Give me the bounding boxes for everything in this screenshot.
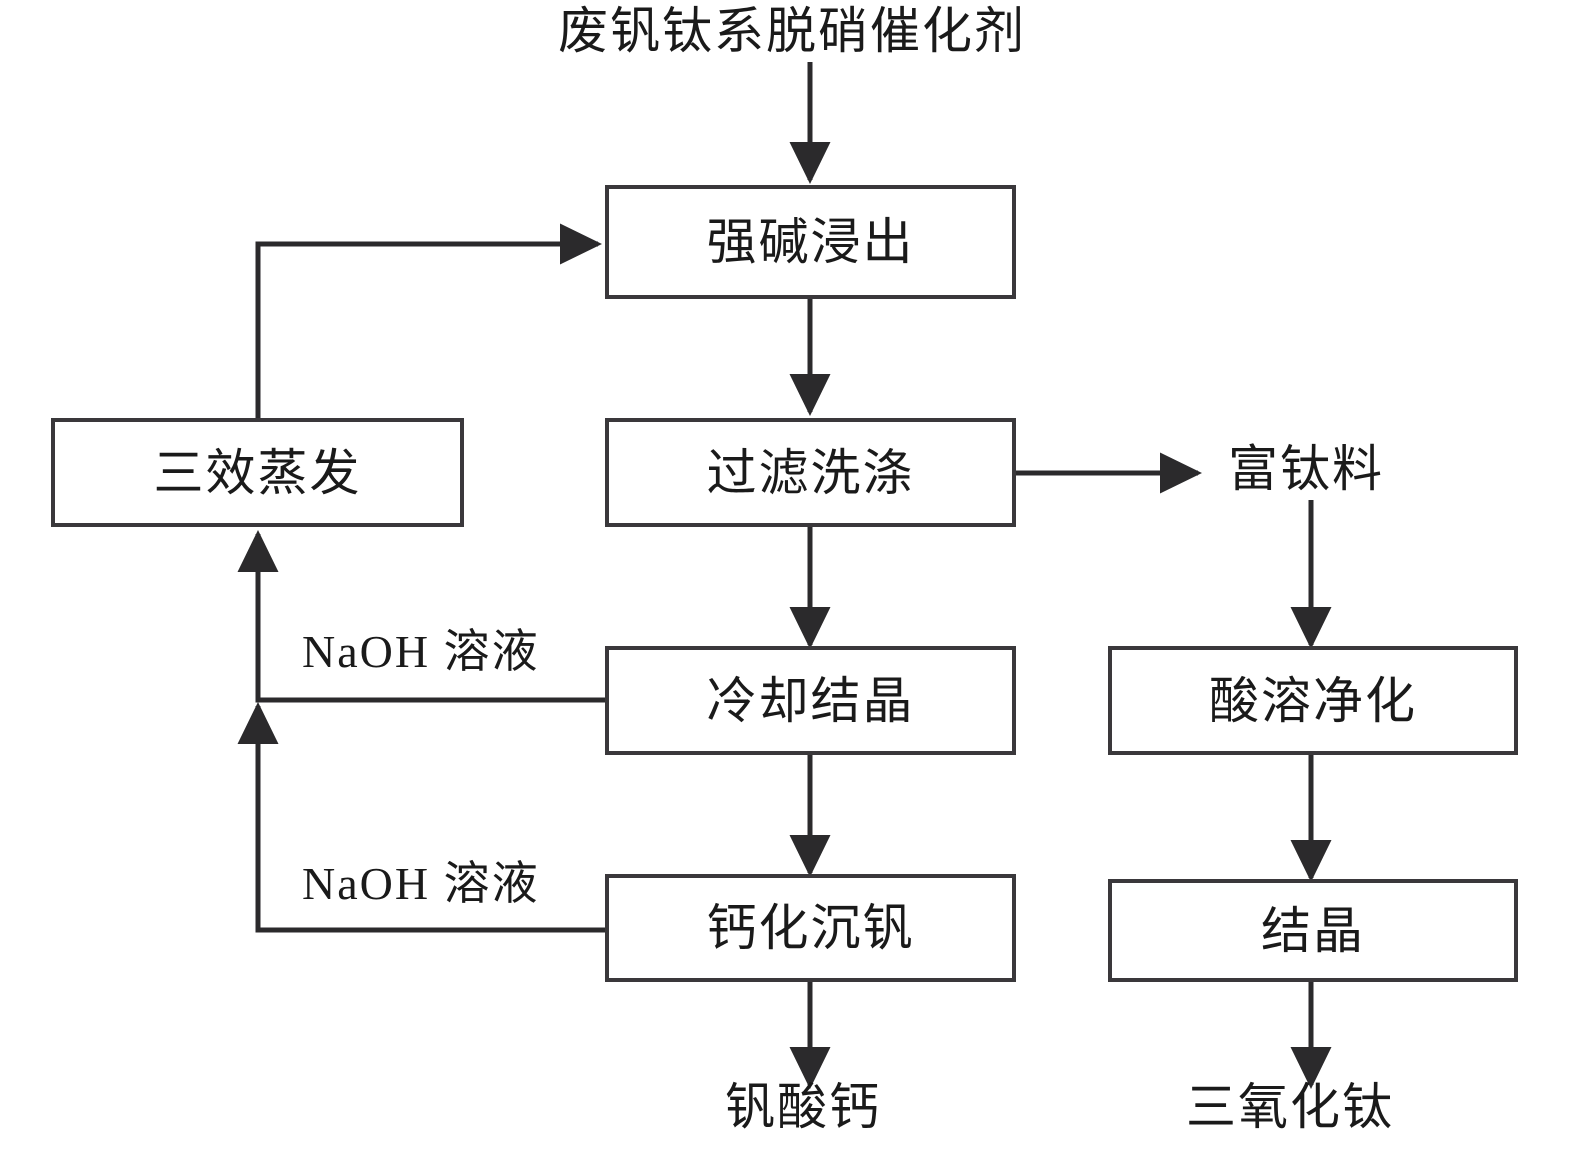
node-cooling-crystallization-label: 冷却结晶 — [706, 672, 915, 729]
node-crystallization[interactable]: 结晶 — [1108, 879, 1518, 982]
node-crystallization-label: 结晶 — [1261, 902, 1365, 959]
node-calcification-vanadium-precipitation-label: 钙化沉钒 — [706, 900, 915, 956]
terminal-feed-label: 废钒钛系脱硝催化剂 — [558, 3, 1026, 59]
edge-label-naoh-upper: NaOH 溶液 — [302, 626, 540, 677]
terminal-titanium-oxide-label: 三氧化钛 — [1186, 1079, 1394, 1135]
terminal-calcium-vanadate-label: 钒酸钙 — [725, 1079, 881, 1135]
node-triple-effect-evaporation[interactable]: 三效蒸发 — [51, 418, 464, 527]
node-triple-effect-evaporation-label: 三效蒸发 — [153, 444, 362, 501]
node-cooling-crystallization[interactable]: 冷却结晶 — [605, 646, 1016, 755]
node-acid-dissolution-purification-label: 酸溶净化 — [1209, 672, 1417, 729]
node-alkali-leach[interactable]: 强碱浸出 — [605, 185, 1016, 299]
node-calcification-vanadium-precipitation[interactable]: 钙化沉钒 — [605, 874, 1016, 982]
edge-label-naoh-lower: NaOH 溶液 — [302, 858, 540, 909]
node-acid-dissolution-purification[interactable]: 酸溶净化 — [1108, 646, 1518, 755]
node-alkali-leach-label: 强碱浸出 — [706, 214, 915, 270]
terminal-ti-rich-label: 富钛料 — [1228, 441, 1384, 497]
edge-triple-effect-to-alkali-leach — [255, 223, 603, 418]
node-filter-wash-label: 过滤洗涤 — [706, 444, 915, 501]
node-filter-wash[interactable]: 过滤洗涤 — [605, 418, 1016, 527]
